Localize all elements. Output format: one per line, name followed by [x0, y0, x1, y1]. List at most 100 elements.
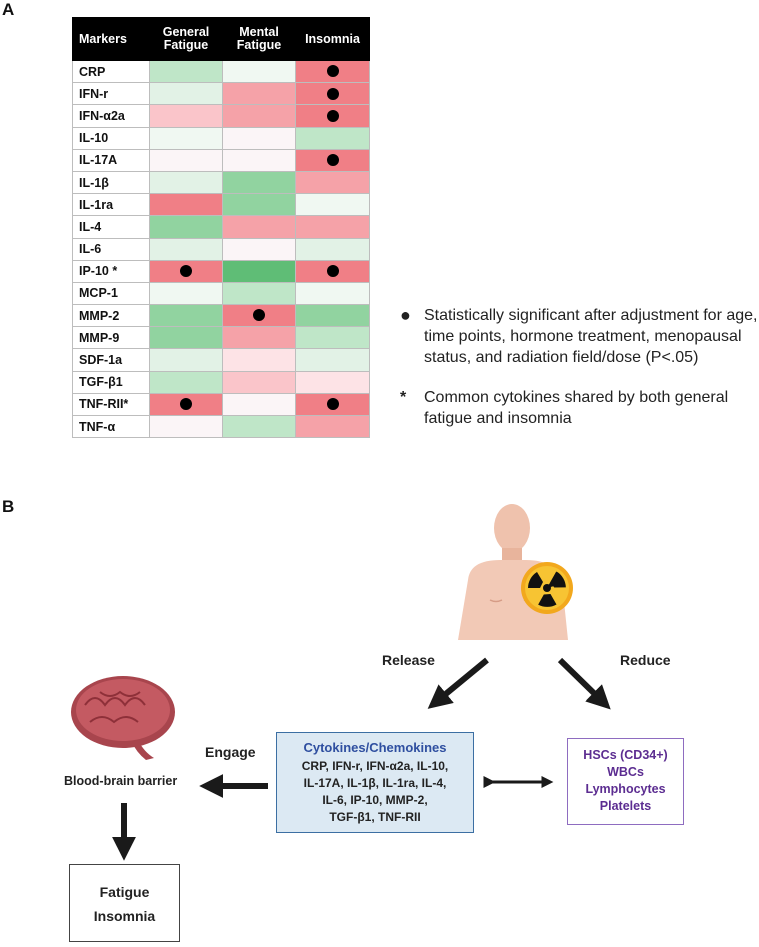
- heatmap-cell: [222, 126, 296, 150]
- heatmap-cell: [222, 215, 296, 239]
- header-mental-fatigue: Mental Fatigue: [222, 17, 296, 61]
- heatmap-cell: [222, 414, 296, 439]
- cytokines-list: CRP, IFN-r, IFN-α2a, IL-10, IL-17A, IL-1…: [277, 758, 473, 826]
- reduce-label: Reduce: [620, 652, 671, 668]
- heatmap-row: TNF-RII*: [72, 392, 370, 417]
- engage-label: Engage: [205, 744, 256, 760]
- significance-dot: [326, 65, 339, 78]
- heatmap-row: IL-10: [72, 126, 370, 150]
- significance-dot: [180, 265, 192, 278]
- heatmap-row: IFN-α2a: [72, 104, 370, 128]
- marker-name: SDF-1a: [72, 348, 150, 372]
- outcome-insomnia: Insomnia: [93, 908, 156, 924]
- blood-cells-box: HSCs (CD34+) WBCs Lymphocytes Platelets: [567, 738, 684, 825]
- legend-star-text: Common cytokines shared by both general …: [424, 389, 729, 427]
- heatmap-cell: [222, 281, 296, 306]
- heatmap-cell: [295, 370, 370, 394]
- release-label: Release: [382, 652, 435, 668]
- heatmap-cell: [295, 59, 370, 84]
- heatmap-cell: [295, 304, 370, 328]
- heatmap-cell: [222, 82, 296, 106]
- marker-name: IL-1ra: [72, 193, 150, 217]
- marker-name: MCP-1: [72, 281, 150, 306]
- marker-name: TGF-β1: [72, 370, 150, 394]
- heatmap-cell: [149, 304, 223, 328]
- heatmap-cell: [222, 237, 296, 261]
- marker-name: MMP-2: [72, 304, 150, 328]
- marker-name: IL-6: [72, 237, 150, 261]
- significance-dot: [326, 154, 339, 167]
- radiation-icon: [521, 562, 573, 614]
- heatmap-cell: [295, 326, 370, 350]
- heatmap-row: IL-4: [72, 215, 370, 239]
- heatmap-cell: [295, 392, 370, 417]
- heatmap-cell: [149, 392, 223, 417]
- heatmap-cell: [149, 414, 223, 439]
- significance-dot: [253, 309, 265, 322]
- significance-dot: [326, 87, 339, 100]
- heatmap-row: IFN-r: [72, 82, 370, 106]
- cytokines-box: Cytokines/Chemokines CRP, IFN-r, IFN-α2a…: [276, 732, 474, 833]
- outcome-fatigue: Fatigue: [99, 884, 150, 900]
- marker-name: CRP: [72, 59, 150, 84]
- heatmap-row: TGF-β1: [72, 370, 370, 394]
- bbb-label: Blood-brain barrier: [64, 774, 178, 788]
- heatmap-row: CRP: [72, 59, 370, 84]
- marker-name: IFN-α2a: [72, 104, 150, 128]
- cytokines-line: IL-6, IP-10, MMP-2,: [322, 793, 428, 807]
- significance-dot: [326, 398, 339, 411]
- heatmap-cell: [222, 59, 296, 84]
- cells-line: HSCs (CD34+): [583, 748, 668, 762]
- heatmap-cell: [295, 193, 370, 217]
- heatmap-row: TNF-α: [72, 414, 370, 439]
- heatmap-cell: [149, 237, 223, 261]
- heatmap-cell: [149, 59, 223, 84]
- brain-icon: [71, 676, 175, 760]
- heatmap-cell: [222, 104, 296, 128]
- heatmap-cell: [295, 414, 370, 439]
- header-general-fatigue: General Fatigue: [149, 17, 223, 61]
- heatmap-cell: [295, 104, 370, 128]
- marker-name: IP-10 *: [72, 259, 150, 283]
- heatmap-header-row: Markers General Fatigue Mental Fatigue I…: [72, 17, 370, 61]
- heatmap-cell: [149, 259, 223, 283]
- heatmap-row: MMP-2: [72, 304, 370, 328]
- cytokines-line: CRP, IFN-r, IFN-α2a, IL-10,: [301, 759, 449, 773]
- heatmap-cell: [295, 82, 370, 106]
- heatmap-table: Markers General Fatigue Mental Fatigue I…: [72, 17, 370, 439]
- heatmap-cell: [149, 148, 223, 172]
- reduce-arrow: [557, 657, 611, 710]
- significance-dot: [326, 109, 339, 122]
- heatmap-cell: [295, 348, 370, 372]
- marker-name: IL-4: [72, 215, 150, 239]
- heatmap-cell: [295, 148, 370, 172]
- significance-dot: [180, 398, 192, 411]
- heatmap-cell: [149, 193, 223, 217]
- panel-b-label: B: [2, 497, 15, 516]
- cells-line: WBCs: [607, 765, 644, 779]
- heatmap-row: IL-6: [72, 237, 370, 261]
- release-arrow: [427, 657, 489, 709]
- heatmap-row: MMP-9: [72, 326, 370, 350]
- heatmap-cell: [222, 326, 296, 350]
- heatmap-cell: [295, 215, 370, 239]
- marker-name: IL-17A: [72, 148, 150, 172]
- legend-dot-text: Statistically significant after adjustme…: [424, 307, 758, 366]
- heatmap-cell: [222, 304, 296, 328]
- marker-name: MMP-9: [72, 326, 150, 350]
- heatmap-row: IL-1β: [72, 170, 370, 195]
- legend-star-symbol: *: [400, 389, 407, 406]
- heatmap-row: MCP-1: [72, 281, 370, 306]
- heatmap-cell: [149, 82, 223, 106]
- cells-line: Lymphocytes: [585, 782, 666, 796]
- significance-dot: [326, 265, 339, 278]
- heatmap-cell: [222, 170, 296, 195]
- panel-a-label: A: [2, 0, 15, 19]
- marker-name: IL-1β: [72, 170, 150, 195]
- marker-name: TNF-RII*: [72, 392, 150, 417]
- header-insomnia: Insomnia: [295, 17, 370, 61]
- cytokines-title: Cytokines/Chemokines: [303, 740, 447, 755]
- heatmap-row: IL-1ra: [72, 193, 370, 217]
